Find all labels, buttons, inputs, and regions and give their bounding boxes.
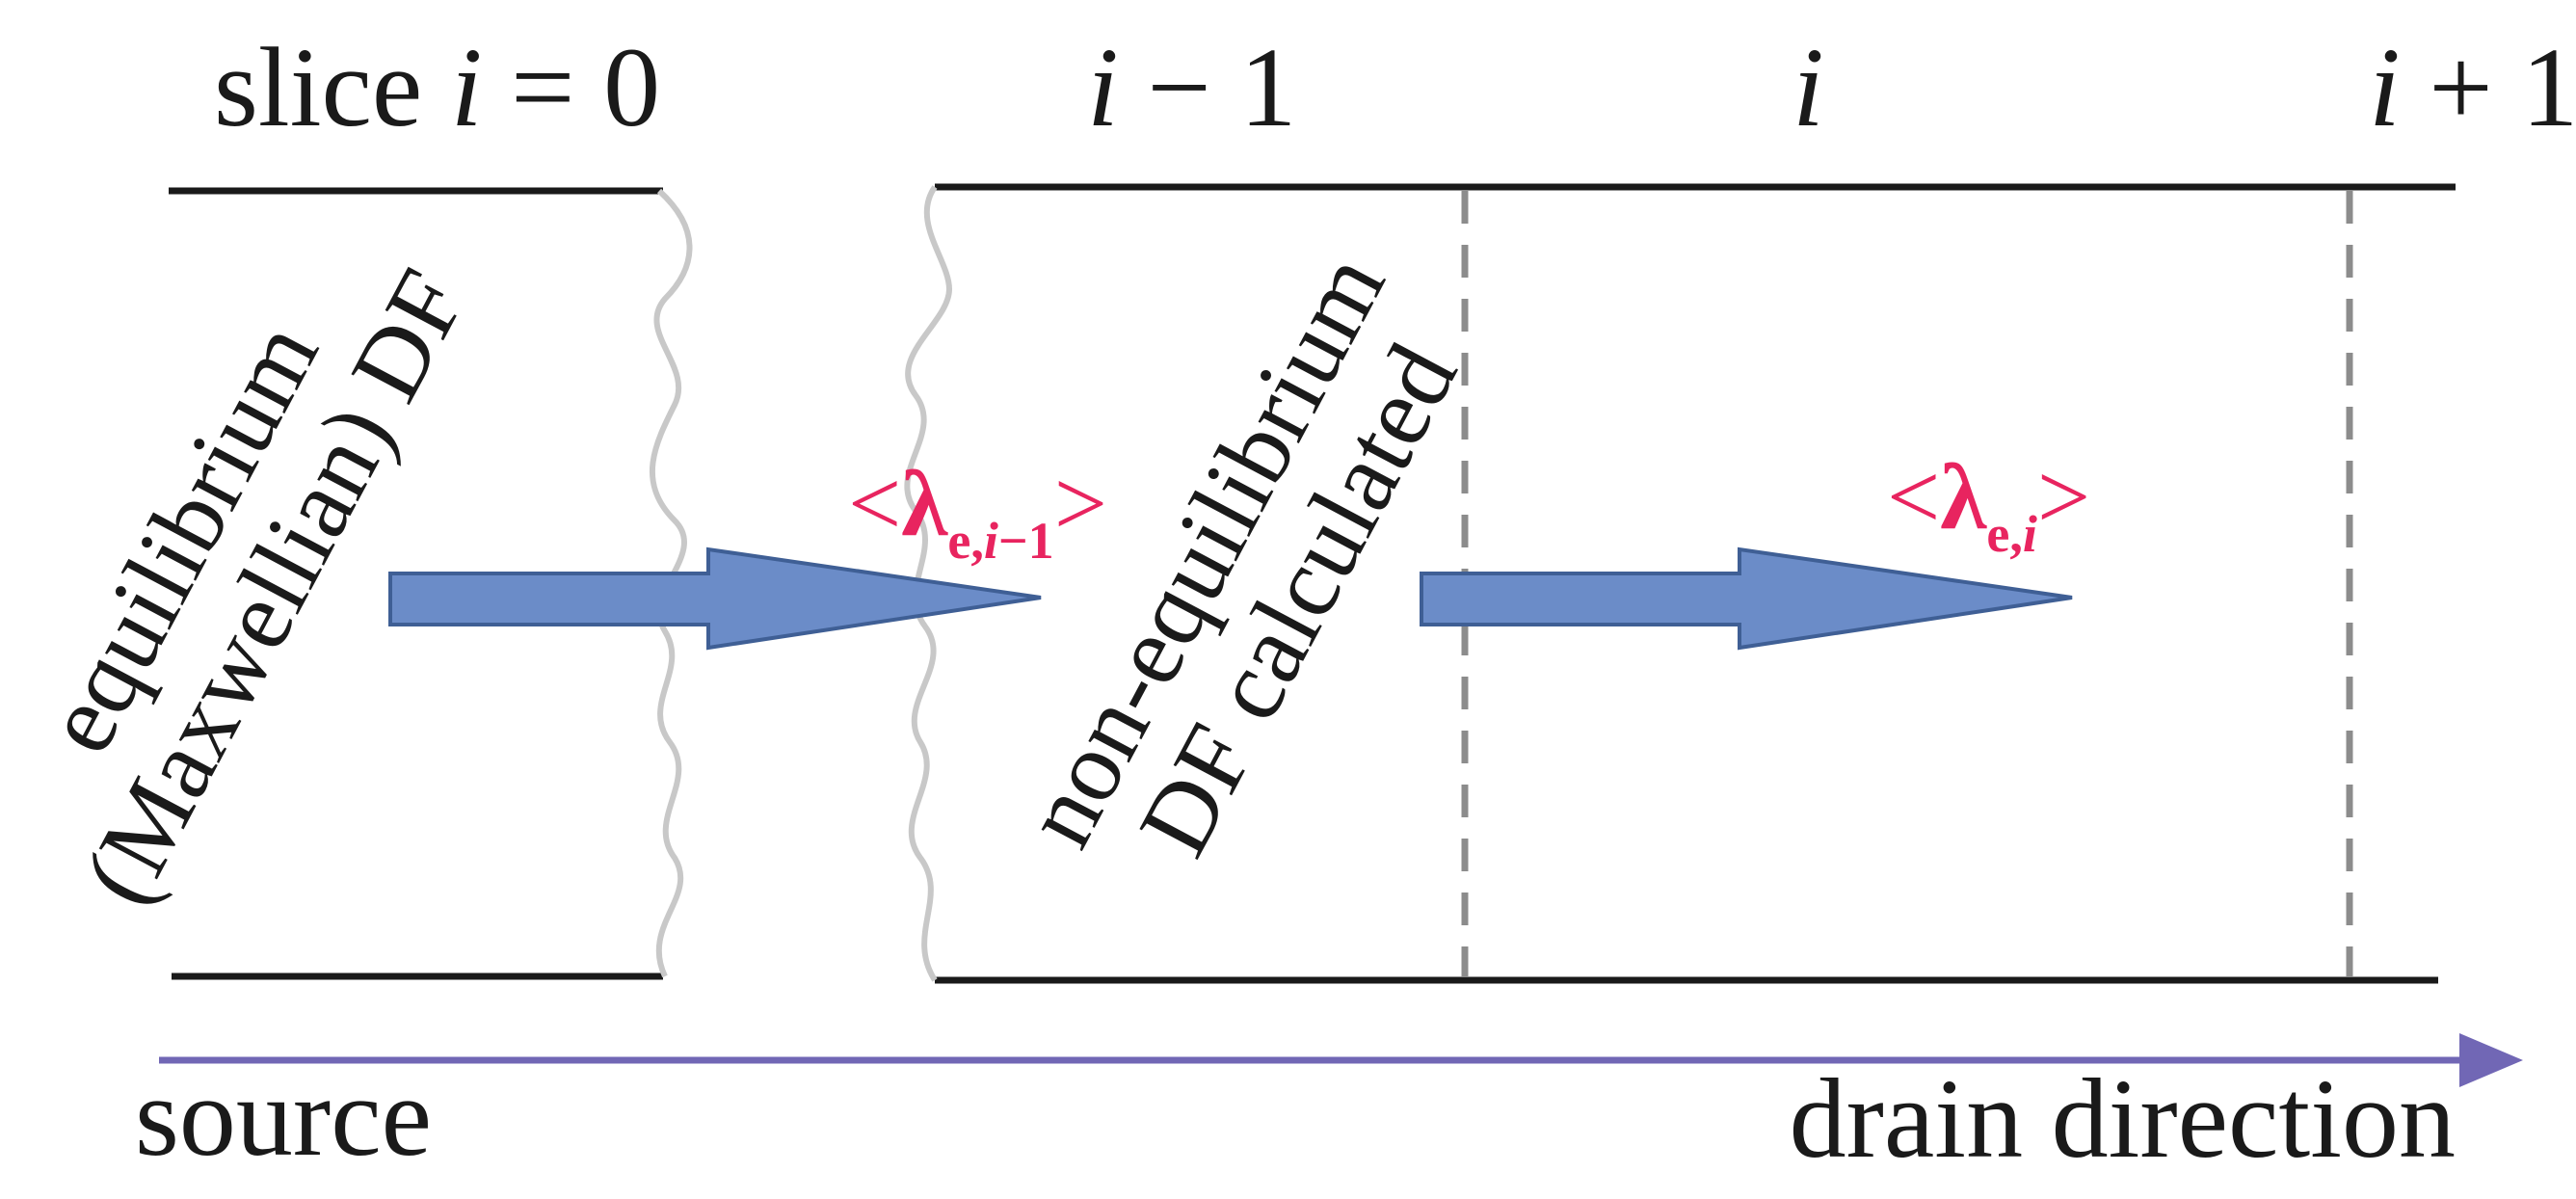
- slice-i-minus-1-label: i − 1: [1087, 24, 1296, 150]
- equilibrium-df-label: equilibrium (Maxwellian) DF: [22, 253, 488, 921]
- slice-zero-label: slice i = 0: [214, 24, 660, 150]
- block-arrow-right-icon: [1420, 546, 2073, 651]
- drain-direction-label: drain direction: [1790, 1055, 2456, 1182]
- lambda-i-minus-1-label: <λe,i−1>: [848, 452, 1107, 570]
- slice-i-label: i: [1793, 24, 1824, 150]
- slice-i-plus-1-label: i + 1: [2369, 24, 2576, 150]
- block-arrow-right-icon: [388, 546, 1042, 651]
- right-wavy-break-line: [904, 185, 953, 982]
- lambda-i-label: <λe,i>: [1887, 445, 2090, 563]
- direction-arrowhead: [2459, 1033, 2523, 1087]
- source-label: source: [135, 1053, 432, 1180]
